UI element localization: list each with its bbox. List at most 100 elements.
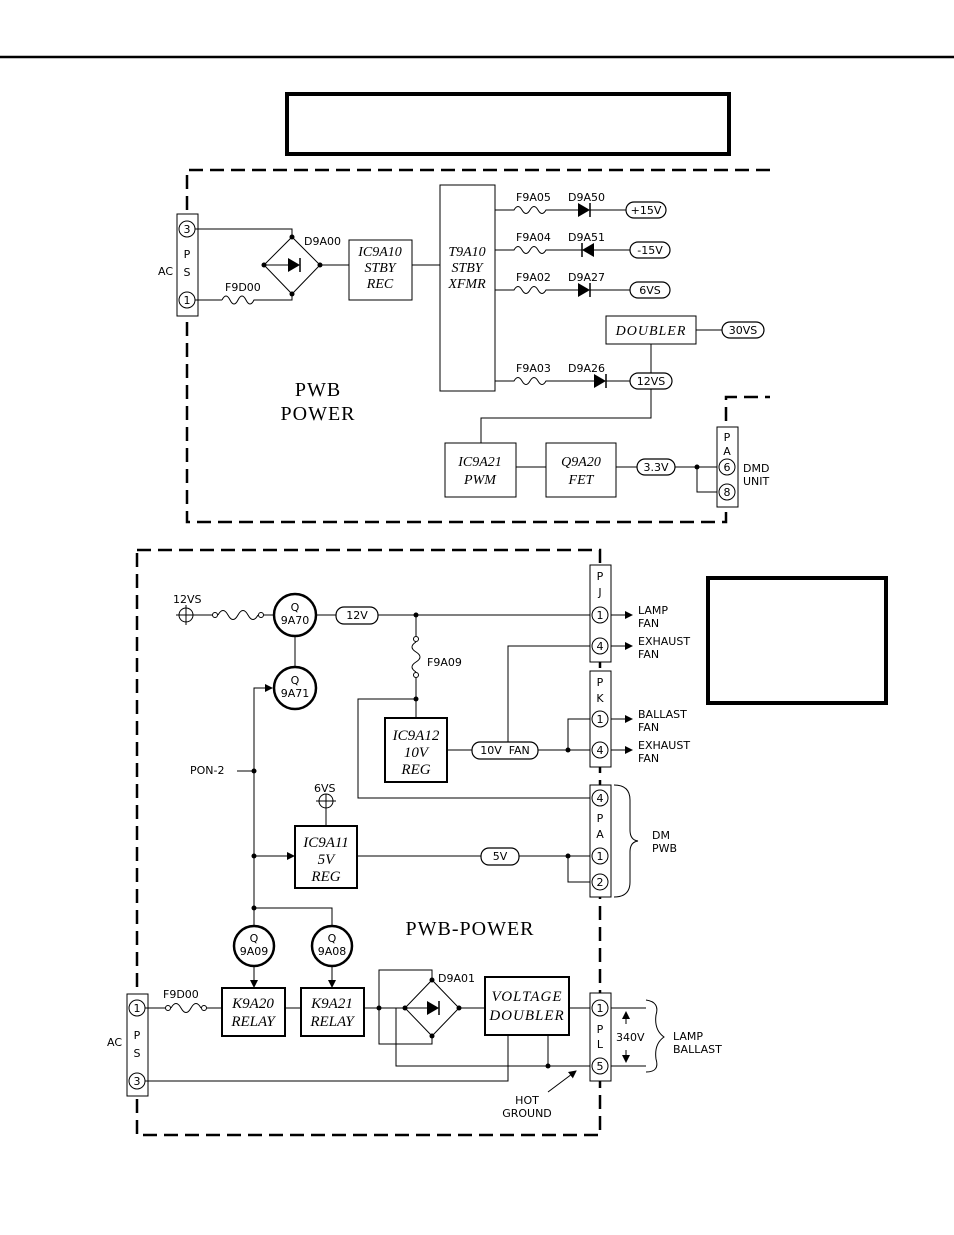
svg-text:Q: Q [250, 932, 259, 945]
svg-text:4: 4 [597, 640, 604, 653]
svg-text:12V: 12V [346, 609, 368, 622]
svg-text:STBY: STBY [364, 261, 397, 276]
pill-12v: 12V [335, 606, 379, 625]
svg-text:5: 5 [597, 1060, 604, 1073]
title-box [285, 92, 731, 156]
dmd-label-line2: UNIT [743, 475, 770, 488]
label-12vs: 12VS [173, 593, 202, 606]
q9a08-transistor: Q 9A08 [310, 924, 354, 968]
svg-text:6: 6 [724, 461, 731, 474]
wire-pl-to-ballast [611, 1007, 646, 1067]
svg-text:4: 4 [597, 744, 604, 757]
svg-text:J: J [597, 586, 601, 599]
svg-text:P: P [724, 431, 731, 444]
dm-pwb-line2: PWB [652, 842, 677, 855]
svg-text:3: 3 [134, 1075, 141, 1088]
f9a02-label: F9A02 [516, 271, 551, 284]
label-6vs: 6VS [314, 782, 336, 795]
svg-text:2: 2 [597, 876, 604, 889]
junction-pon2 [251, 768, 257, 774]
voltage-doubler-block: VOLTAGE DOUBLER [484, 976, 570, 1036]
svg-text:IC9A21: IC9A21 [457, 455, 502, 470]
svg-text:K9A21: K9A21 [310, 996, 353, 1012]
svg-text:DOUBLER: DOUBLER [488, 1008, 564, 1024]
junction-q [251, 905, 257, 911]
svg-text:5V: 5V [318, 852, 337, 868]
hot-ground-line2: GROUND [502, 1107, 552, 1120]
rail-12vs: 12VS [495, 372, 673, 390]
wire-12vs-to-ic9a21 [480, 389, 652, 443]
svg-text:4: 4 [597, 792, 604, 805]
lamp-ballast-brace [645, 999, 665, 1073]
svg-text:A: A [723, 445, 731, 458]
d9a00-label: D9A00 [304, 235, 341, 248]
svg-text:9A70: 9A70 [281, 614, 310, 627]
svg-text:VOLTAGE: VOLTAGE [492, 989, 563, 1005]
input-6vs [316, 793, 336, 826]
svg-text:Q: Q [291, 674, 300, 687]
svg-text:3: 3 [184, 223, 191, 236]
svg-text:6VS: 6VS [639, 284, 661, 297]
svg-text:+15V: +15V [631, 204, 662, 217]
bottom-ps-connector: 1 3 P S [126, 993, 149, 1097]
svg-text:Q: Q [328, 932, 337, 945]
fuse-f9d00-bottom [145, 1003, 222, 1013]
svg-text:Q9A20: Q9A20 [561, 455, 601, 470]
svg-text:RELAY: RELAY [309, 1014, 355, 1030]
pill-5v: 5V [480, 847, 520, 866]
input-12vs [176, 605, 273, 625]
svg-text:PWM: PWM [463, 473, 497, 488]
wire-to-pa4 [357, 698, 590, 799]
pa-bottom-connector: 4 P A 1 2 [589, 784, 612, 898]
exhaust-fan2-line1: EXHAUST [638, 739, 690, 752]
pon2-label: PON-2 [190, 764, 225, 777]
wire-fan-to-pk1 [567, 718, 590, 750]
arrow-hot-ground [547, 1070, 577, 1093]
note-box [706, 576, 888, 705]
fuse-f9a09 [411, 615, 421, 718]
svg-text:REG: REG [310, 869, 340, 885]
k9a20-relay: K9A20 RELAY [221, 987, 286, 1037]
svg-text:P: P [184, 248, 191, 261]
svg-text:12VS: 12VS [637, 375, 666, 388]
pk-connector: P K 1 4 [589, 670, 612, 768]
dm-pwb-brace [613, 784, 639, 898]
svg-text:1: 1 [597, 850, 604, 863]
bridge-d9a01 [378, 969, 485, 1045]
dmd-label-line1: DMD [743, 462, 769, 475]
svg-text:RELAY: RELAY [230, 1014, 276, 1030]
ic9a11-block: IC9A11 5V REG [294, 825, 358, 889]
wire-pon2-q9a09-q9a08 [253, 907, 333, 926]
svg-text:IC9A12: IC9A12 [392, 728, 440, 744]
svg-text:IC9A11: IC9A11 [302, 835, 349, 851]
q9a70-transistor: Q 9A70 [272, 592, 318, 638]
pwb-label-line1: PWB [295, 379, 341, 401]
svg-text:S: S [134, 1047, 141, 1060]
svg-text:-15V: -15V [637, 244, 663, 257]
rail-minus15v: -15V [495, 241, 671, 259]
top-ac-label: AC [158, 265, 173, 278]
d9a01-label: D9A01 [438, 972, 475, 985]
d9a27-label: D9A27 [568, 271, 605, 284]
lamp-fan-line1: LAMP [638, 604, 668, 617]
svg-text:8: 8 [724, 486, 731, 499]
q9a20-block: Q9A20 FET [545, 442, 617, 498]
bottom-ac-label: AC [107, 1036, 122, 1049]
svg-text:1: 1 [597, 713, 604, 726]
d9a51-label: D9A51 [568, 231, 605, 244]
ic9a21-block: IC9A21 PWM [444, 442, 517, 498]
svg-text:P: P [597, 1023, 604, 1036]
exhaust-fan1-line2: FAN [638, 648, 659, 661]
svg-text:9A71: 9A71 [281, 687, 310, 700]
junction-5v [565, 853, 571, 859]
k9a21-relay: K9A21 RELAY [300, 987, 365, 1037]
svg-text:REC: REC [366, 277, 394, 292]
q9a09-transistor: Q 9A09 [232, 924, 276, 968]
exhaust-fan1-line1: EXHAUST [638, 635, 690, 648]
junction-ic9a11 [251, 853, 257, 859]
ic9a12-block: IC9A12 10V REG [384, 717, 448, 783]
f9d00-bottom-label: F9D00 [163, 988, 199, 1001]
svg-text:K9A20: K9A20 [231, 996, 274, 1012]
pl-connector: 1 P L 5 [589, 992, 612, 1082]
f9a04-label: F9A04 [516, 231, 551, 244]
